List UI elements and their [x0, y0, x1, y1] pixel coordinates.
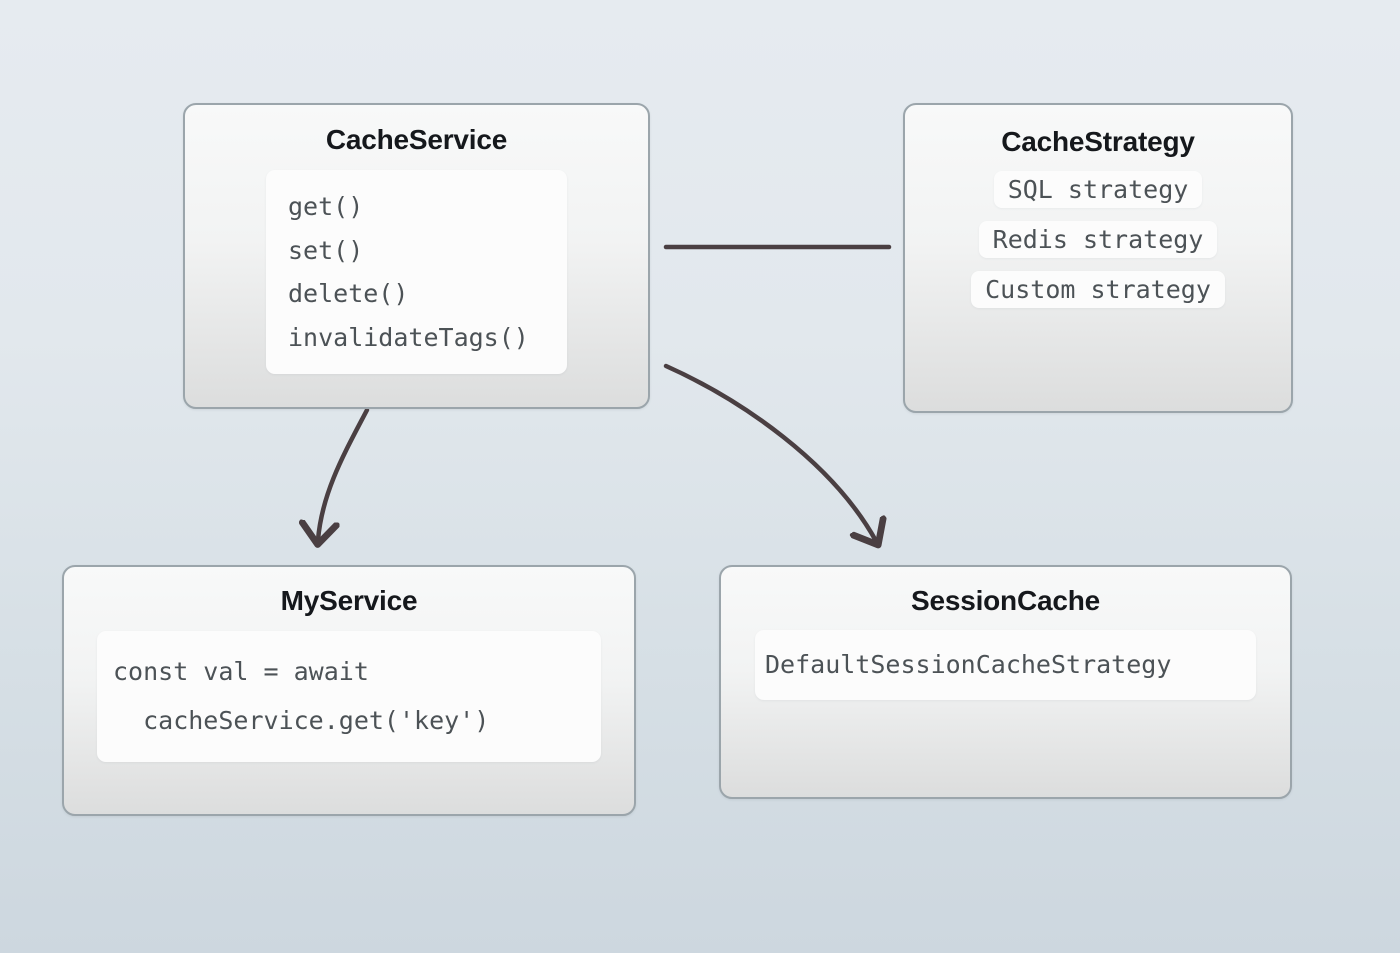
code-line-1: const val = await	[113, 657, 369, 686]
node-cache-service-title: CacheService	[325, 124, 508, 155]
method-get: get()	[288, 192, 364, 221]
strategy-item-redis[interactable]: Redis strategy	[978, 221, 1218, 258]
node-my-service[interactable]: MyService const val = await cacheService…	[62, 565, 636, 816]
node-my-service-code: const val = await cacheService.get('key'…	[97, 631, 601, 762]
edge-service-to-session-cache	[663, 363, 876, 541]
strategy-list: SQL strategy Redis strategy Custom strat…	[971, 171, 1225, 308]
node-session-cache-code: DefaultSessionCacheStrategy	[755, 630, 1256, 700]
strategy-item-sql[interactable]: SQL strategy	[993, 171, 1203, 208]
code-line-2: cacheService.get('key')	[113, 706, 490, 735]
method-invalidate-tags: invalidateTags()	[288, 322, 529, 352]
default-session-cache-strategy: DefaultSessionCacheStrategy	[765, 650, 1172, 679]
strategy-item-custom[interactable]: Custom strategy	[971, 271, 1225, 308]
node-cache-strategy[interactable]: CacheStrategy SQL strategy Redis strateg…	[903, 103, 1293, 413]
edge-service-to-my-service	[318, 407, 370, 540]
node-session-cache[interactable]: SessionCache DefaultSessionCacheStrategy	[719, 565, 1292, 799]
method-delete: delete()	[288, 279, 409, 308]
node-cache-service-methods: get() set() delete() invalidateTags()	[266, 170, 567, 374]
node-cache-service[interactable]: CacheService get() set() delete() invali…	[183, 103, 650, 409]
node-session-cache-title: SessionCache	[910, 585, 1101, 616]
method-set: set()	[288, 235, 364, 265]
node-cache-strategy-title: CacheStrategy	[1001, 126, 1195, 157]
node-my-service-title: MyService	[280, 585, 418, 616]
